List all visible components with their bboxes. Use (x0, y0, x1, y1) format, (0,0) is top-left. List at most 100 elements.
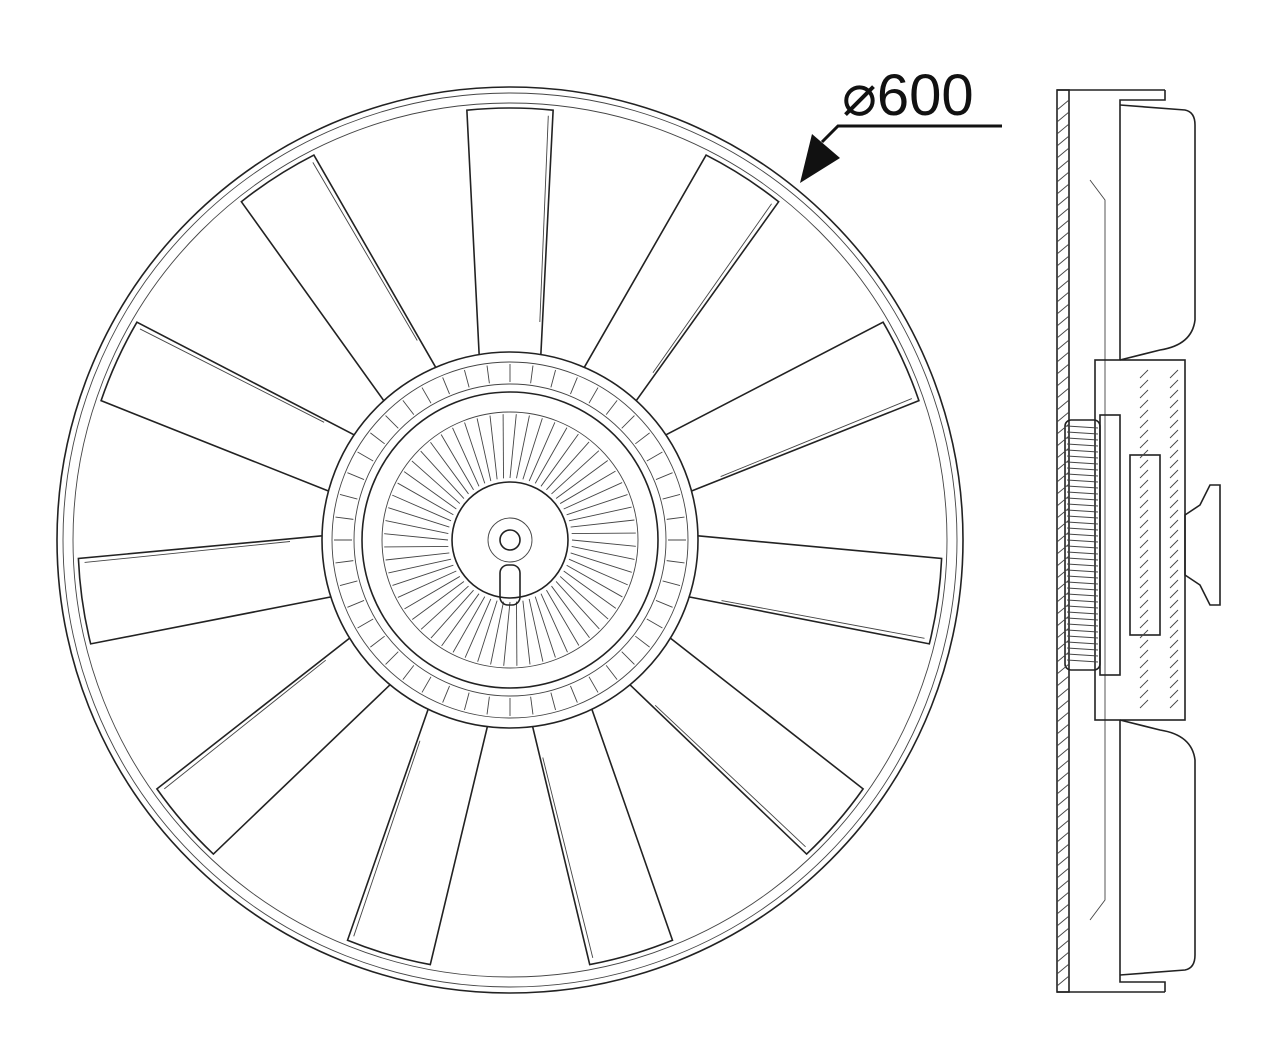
hub-tooth (486, 696, 490, 715)
hatch-line (1056, 819, 1070, 831)
ring-section-top (1119, 90, 1166, 360)
shroud-edge (72, 102, 948, 978)
hatch-line (1056, 363, 1070, 375)
hatch-line (1169, 559, 1179, 569)
hatch-line (1169, 609, 1179, 619)
clutch-fin (464, 422, 486, 484)
hatch-line (1056, 675, 1070, 687)
hatch-line (1056, 723, 1070, 735)
hatch-line (1169, 409, 1179, 419)
fin-line (1066, 479, 1099, 483)
clutch-fin (546, 441, 590, 491)
hub-tooth (588, 387, 599, 404)
hub-tooth (347, 600, 365, 608)
fan-blade (466, 107, 554, 363)
clutch-fin (476, 418, 492, 482)
hatch-line (1056, 243, 1070, 255)
hatch-line (1139, 649, 1149, 659)
outer-ring-inner-edge (62, 92, 958, 988)
hatch-line (1139, 499, 1149, 509)
clutch-fin (528, 422, 556, 482)
fin-line (1066, 563, 1099, 567)
blade-edge (1089, 179, 1106, 921)
hub-tooth (588, 676, 599, 693)
hatch-line (1169, 389, 1179, 399)
hub-tooth (339, 494, 358, 500)
hub-tooth (357, 451, 374, 462)
clutch-fins (384, 414, 636, 666)
clutch-fin (490, 601, 504, 665)
clutch-fin (566, 494, 628, 516)
clutch-fin (571, 546, 635, 560)
hatch-line (1056, 903, 1070, 915)
fin-line (1066, 551, 1099, 555)
hatch-line (1056, 879, 1070, 891)
hatch-line (1056, 783, 1070, 795)
hatch-line (1056, 735, 1070, 747)
fin-line (1066, 647, 1099, 651)
hatch-line (1169, 589, 1179, 599)
fin-line (1066, 539, 1099, 543)
blade-edge-line (312, 162, 418, 341)
hatch-line (1056, 435, 1070, 447)
hatch-line (1056, 375, 1070, 387)
hatch-line (1139, 519, 1149, 529)
fin-line (1066, 617, 1099, 621)
fin-line (1066, 491, 1099, 495)
hatch-line (1056, 159, 1070, 171)
fin-line (1066, 515, 1099, 519)
hub-tooth (530, 696, 534, 715)
hatch-line (1169, 469, 1179, 479)
section-hatching (1056, 99, 1179, 987)
clutch-fin (551, 450, 600, 495)
fin-line (1066, 593, 1099, 597)
hatch-line (1139, 699, 1149, 709)
hub-tooth (646, 618, 663, 629)
hatch-line (1139, 659, 1149, 669)
hatch-line (1139, 449, 1149, 459)
hatch-line (1056, 315, 1070, 327)
hub-tooth (370, 432, 385, 445)
hatch-line (1169, 699, 1179, 709)
fan-blade (681, 534, 943, 645)
clutch-fin (385, 552, 450, 561)
hatch-line (1139, 459, 1149, 469)
fin-line (1066, 641, 1099, 645)
bimetal-strip (499, 564, 521, 606)
hub-tooth (335, 560, 354, 564)
hatch-line (1056, 927, 1070, 939)
hatch-line (1056, 171, 1070, 183)
fin-line (1066, 467, 1099, 471)
clutch-fin (570, 552, 632, 573)
clutch-center-plate (451, 481, 569, 599)
clutch-fin (397, 570, 457, 598)
hatch-line (1139, 479, 1149, 489)
fin-line (1066, 473, 1099, 477)
hatch-line (1056, 519, 1070, 531)
hub-tooth (421, 387, 432, 404)
fin-line (1066, 545, 1099, 549)
blade-profile-bottom (1119, 719, 1196, 976)
clutch-body-side (1099, 414, 1121, 676)
hatch-line (1056, 459, 1070, 471)
hatch-line (1056, 855, 1070, 867)
blade-edge-line (721, 600, 925, 639)
fin-line (1066, 521, 1099, 525)
hatch-line (1056, 495, 1070, 507)
hub-tooth (464, 692, 470, 711)
fin-line (1066, 599, 1099, 603)
hatch-line (1169, 629, 1179, 639)
clutch-housing (361, 391, 659, 689)
hatch-line (1056, 843, 1070, 855)
hub-tooth (402, 665, 415, 680)
hatch-line (1139, 379, 1149, 389)
clutch-fin (403, 471, 457, 510)
clutch-fin (566, 564, 623, 598)
fin-line (1066, 575, 1099, 579)
hatch-line (1056, 603, 1070, 615)
clutch-fin (528, 598, 544, 662)
hatch-line (1169, 369, 1179, 379)
hatch-line (1056, 771, 1070, 783)
hatch-line (1056, 687, 1070, 699)
hatch-line (1139, 559, 1149, 569)
